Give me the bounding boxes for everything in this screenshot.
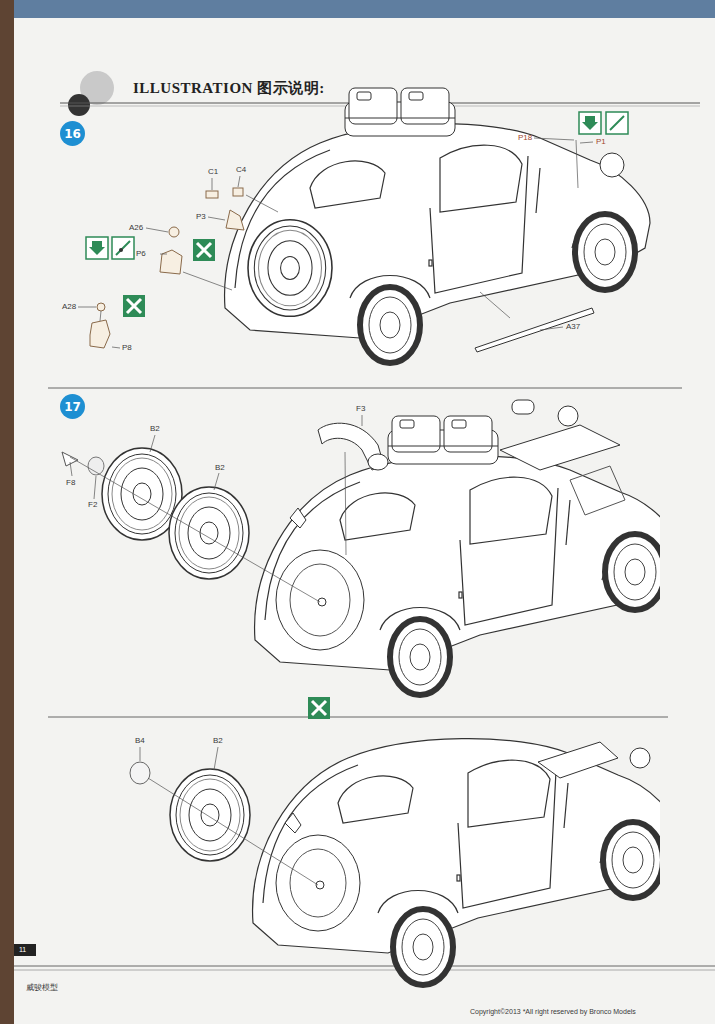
part-number: F8 — [66, 479, 75, 487]
part-number: C1 — [208, 168, 218, 176]
part-number: C4 — [236, 166, 246, 174]
step-number-circle: 16 — [60, 121, 85, 146]
running-board — [475, 308, 594, 352]
page-title: ILLUSTRATION 图示说明: — [133, 79, 325, 98]
car-step17 — [255, 400, 660, 695]
part-number: P6 — [136, 250, 146, 258]
step-number-circle: 17 — [60, 394, 85, 419]
part-number: B2 — [150, 425, 160, 433]
part-number: A37 — [566, 323, 580, 331]
leader-line — [140, 747, 318, 885]
parts-step16 — [90, 188, 244, 348]
car-step16 — [225, 88, 650, 363]
part-number: B4 — [135, 737, 145, 745]
separator-line — [14, 388, 715, 970]
step-number: 17 — [60, 401, 85, 413]
part-number: B2 — [213, 737, 223, 745]
car-alternative — [253, 739, 660, 985]
part-number: P8 — [122, 344, 132, 352]
part-number: F2 — [88, 501, 97, 509]
part-number: P1 — [596, 138, 606, 146]
part-number: A28 — [62, 303, 76, 311]
part-number: P18 — [518, 134, 532, 142]
page-number-tab — [14, 944, 36, 956]
footer-text: 11 — [19, 946, 26, 953]
footer-text: Copyright©2013 *All right reserved by Br… — [470, 1008, 636, 1015]
part-number: P3 — [196, 213, 206, 221]
parts-step17 — [62, 423, 388, 579]
part-number: F3 — [356, 405, 365, 413]
part-number: A26 — [129, 224, 143, 232]
part-number: B2 — [215, 464, 225, 472]
leader-line — [70, 415, 362, 602]
parts-alternative — [130, 762, 250, 861]
binder-edge — [14, 0, 715, 18]
instruction-icon — [86, 112, 628, 719]
footer-text: 威骏模型 — [26, 984, 58, 992]
leader-line — [78, 138, 593, 348]
step-number: 16 — [60, 128, 85, 140]
